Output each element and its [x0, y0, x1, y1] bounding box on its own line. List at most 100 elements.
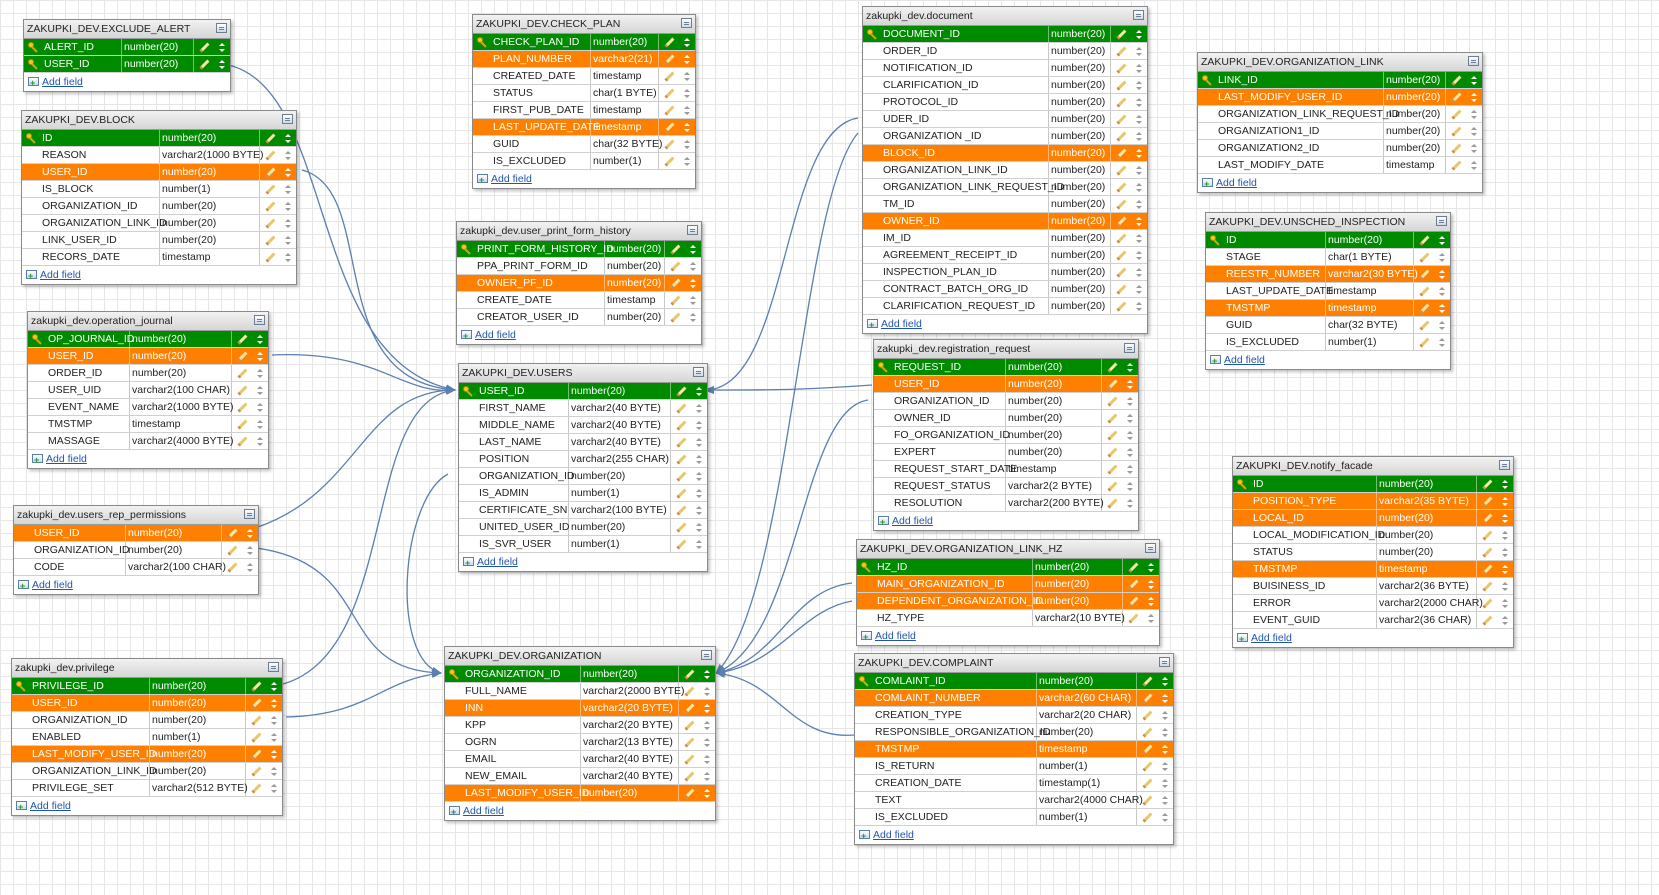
reorder-arrows-icon[interactable]: [1136, 284, 1143, 294]
table-title[interactable]: zakupki_dev.users_rep_permissions: [14, 506, 258, 525]
reorder-arrows-icon[interactable]: [696, 454, 703, 464]
edit-field-pencil-icon[interactable]: [1482, 581, 1493, 591]
reorder-arrows-icon[interactable]: [690, 261, 697, 271]
reorder-arrows-icon[interactable]: [684, 139, 691, 149]
edit-field-pencil-icon[interactable]: [676, 403, 687, 413]
edit-field-pencil-icon[interactable]: [1107, 481, 1118, 491]
edit-field-pencil-icon[interactable]: [227, 545, 238, 555]
edit-field-pencil-icon[interactable]: [265, 167, 276, 177]
reorder-arrows-icon[interactable]: [1148, 562, 1155, 572]
edit-field-pencil-icon[interactable]: [1116, 114, 1127, 124]
reorder-arrows-icon[interactable]: [1136, 250, 1143, 260]
reorder-arrows-icon[interactable]: [1162, 676, 1169, 686]
edit-field-pencil-icon[interactable]: [664, 37, 675, 47]
edit-table-icon[interactable]: [1159, 657, 1170, 667]
reorder-arrows-icon[interactable]: [1471, 160, 1478, 170]
reorder-arrows-icon[interactable]: [271, 766, 278, 776]
edit-field-pencil-icon[interactable]: [1142, 693, 1153, 703]
table-title[interactable]: ZAKUPKI_DEV.BLOCK: [22, 111, 296, 130]
edit-field-pencil-icon[interactable]: [237, 402, 248, 412]
reorder-arrows-icon[interactable]: [684, 54, 691, 64]
edit-field-pencil-icon[interactable]: [1419, 252, 1430, 262]
add-field-icon[interactable]: [463, 554, 474, 572]
edit-field-pencil-icon[interactable]: [1142, 761, 1153, 771]
edit-field-pencil-icon[interactable]: [684, 703, 695, 713]
edit-field-pencil-icon[interactable]: [1451, 92, 1462, 102]
edit-field-pencil-icon[interactable]: [1107, 430, 1118, 440]
reorder-arrows-icon[interactable]: [1439, 303, 1446, 313]
edit-field-pencil-icon[interactable]: [1128, 613, 1139, 623]
edit-field-pencil-icon[interactable]: [1128, 579, 1139, 589]
reorder-arrows-icon[interactable]: [1162, 795, 1169, 805]
reorder-arrows-icon[interactable]: [257, 385, 264, 395]
edit-field-pencil-icon[interactable]: [1107, 396, 1118, 406]
reorder-arrows-icon[interactable]: [271, 681, 278, 691]
reorder-arrows-icon[interactable]: [1127, 379, 1134, 389]
reorder-arrows-icon[interactable]: [1136, 267, 1143, 277]
reorder-arrows-icon[interactable]: [1502, 479, 1509, 489]
reorder-arrows-icon[interactable]: [1471, 75, 1478, 85]
reorder-arrows-icon[interactable]: [684, 37, 691, 47]
edit-field-pencil-icon[interactable]: [251, 783, 262, 793]
edit-field-pencil-icon[interactable]: [1419, 337, 1430, 347]
edit-field-pencil-icon[interactable]: [670, 295, 681, 305]
reorder-arrows-icon[interactable]: [1439, 320, 1446, 330]
add-field-icon[interactable]: [28, 74, 39, 92]
reorder-arrows-icon[interactable]: [1136, 29, 1143, 39]
reorder-arrows-icon[interactable]: [1136, 301, 1143, 311]
edit-field-pencil-icon[interactable]: [1116, 233, 1127, 243]
edit-field-pencil-icon[interactable]: [1107, 464, 1118, 474]
add-field-icon[interactable]: [1210, 352, 1221, 370]
reorder-arrows-icon[interactable]: [1439, 337, 1446, 347]
edit-table-icon[interactable]: [701, 650, 712, 660]
reorder-arrows-icon[interactable]: [285, 150, 292, 160]
edit-field-pencil-icon[interactable]: [664, 71, 675, 81]
reorder-arrows-icon[interactable]: [1502, 581, 1509, 591]
edit-field-pencil-icon[interactable]: [1107, 447, 1118, 457]
reorder-arrows-icon[interactable]: [257, 334, 264, 344]
edit-field-pencil-icon[interactable]: [251, 681, 262, 691]
reorder-arrows-icon[interactable]: [1127, 362, 1134, 372]
edit-field-pencil-icon[interactable]: [670, 261, 681, 271]
add-field-icon[interactable]: [861, 628, 872, 646]
edit-field-pencil-icon[interactable]: [1128, 596, 1139, 606]
edit-table-icon[interactable]: [687, 225, 698, 235]
edit-field-pencil-icon[interactable]: [265, 184, 276, 194]
